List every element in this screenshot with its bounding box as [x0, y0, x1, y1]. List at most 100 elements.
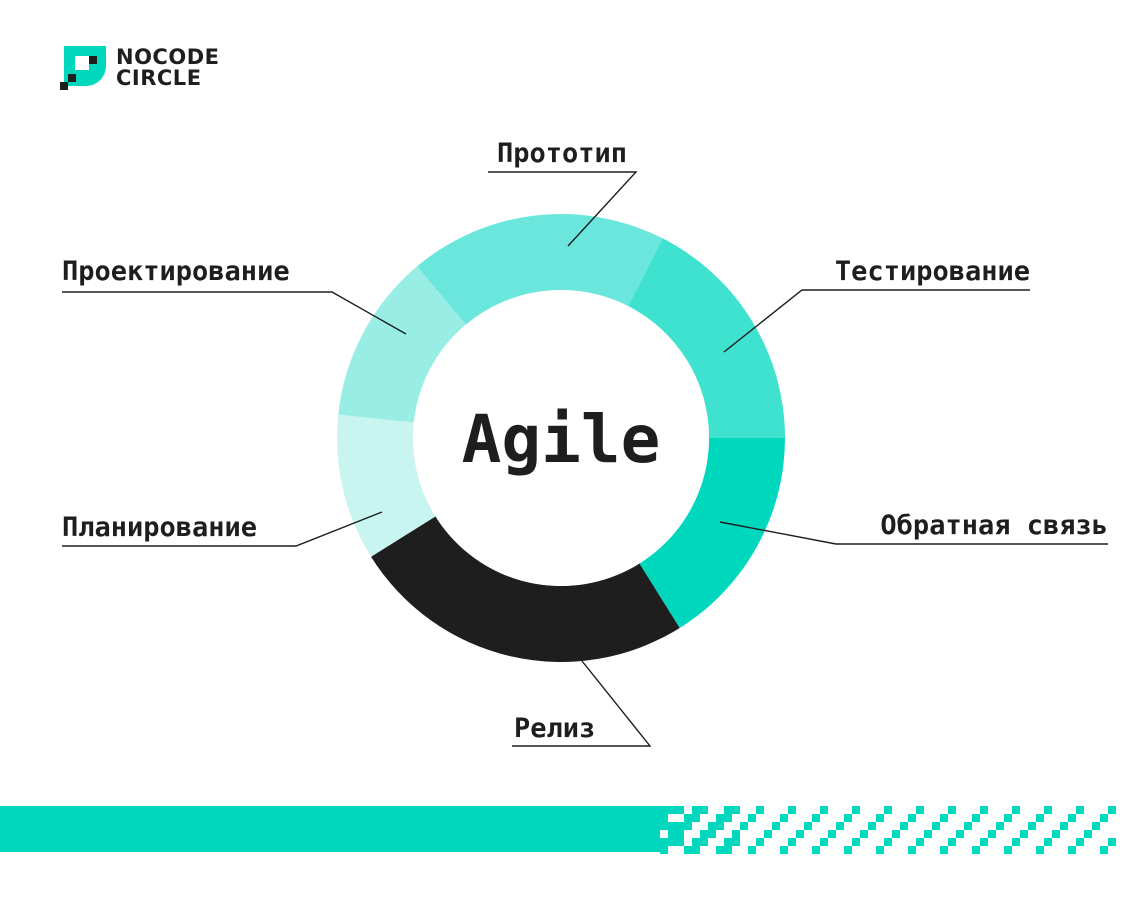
footer-pixel [876, 846, 884, 854]
brand-logo-icon [60, 46, 106, 90]
footer-pixel [1004, 846, 1012, 854]
footer-pixel [1084, 830, 1092, 838]
footer-pixel [780, 846, 788, 854]
ring-segment-release [371, 516, 680, 662]
footer-pixel [804, 822, 812, 830]
footer-pixel [844, 846, 852, 854]
stage-label-feedback: Обратная связь [880, 510, 1108, 541]
footer-pixel [692, 846, 700, 854]
footer-pixel [1012, 838, 1020, 846]
footer-pixel [724, 838, 732, 846]
footer-pixel [1108, 806, 1116, 814]
footer-pixel [860, 830, 868, 838]
footer-pixel [924, 830, 932, 838]
footer-pixel [916, 806, 924, 814]
ring-center [413, 290, 709, 586]
footer-pixel [748, 846, 756, 854]
footer-pixel [820, 838, 828, 846]
center-title: Agile [462, 401, 661, 478]
footer-pixel [1076, 838, 1084, 846]
footer-pixel [668, 830, 676, 838]
footer-pixel [1100, 846, 1108, 854]
footer-pixel [660, 846, 668, 854]
footer-pixel [1012, 806, 1020, 814]
footer-pixel [908, 846, 916, 854]
footer-pixel [948, 806, 956, 814]
footer-pixel [956, 830, 964, 838]
footer-pixel [700, 806, 708, 814]
footer-pixel [692, 806, 700, 814]
footer-pixel [1044, 806, 1052, 814]
footer-pixel [884, 806, 892, 814]
footer-pixel [660, 806, 668, 814]
footer-pixel [660, 838, 668, 846]
ring-segment-planning [337, 414, 436, 557]
footer-pixel [764, 830, 772, 838]
stage-label-testing: Тестирование [835, 256, 1030, 287]
footer-pixel [660, 814, 668, 822]
footer-pixel [716, 814, 724, 822]
footer-pixel [820, 806, 828, 814]
leader-design [62, 291, 407, 335]
footer-pixel [972, 814, 980, 822]
footer-pixel [1092, 822, 1100, 830]
footer-pixel [1060, 822, 1068, 830]
footer-pixel [988, 830, 996, 838]
leader-prototype [488, 171, 638, 247]
footer-pixel [676, 838, 684, 846]
footer-pixel [900, 822, 908, 830]
footer-pixel [868, 822, 876, 830]
stage-label-design: Проектирование [62, 256, 290, 287]
footer-pixel [692, 814, 700, 822]
footer-pixel [892, 830, 900, 838]
footer-pixel [692, 838, 700, 846]
footer-pixel [668, 806, 676, 814]
footer-pixel [684, 814, 692, 822]
footer-pixel [940, 814, 948, 822]
brand-name-line1: NOCODE [116, 45, 220, 69]
footer-pixel [676, 822, 684, 830]
footer-pixel [1068, 814, 1076, 822]
footer-pixel [908, 814, 916, 822]
footer-pixel [1036, 814, 1044, 822]
footer-pixel [1036, 846, 1044, 854]
footer-pixel [684, 846, 692, 854]
footer-pixel [1100, 814, 1108, 822]
ring-segment-testing [628, 238, 785, 438]
footer-pixel [996, 822, 1004, 830]
footer-pixel [732, 830, 740, 838]
footer-pixel [724, 814, 732, 822]
footer-pixel [660, 822, 668, 830]
ring-segment-prototype [417, 213, 663, 325]
footer-pixel [932, 822, 940, 830]
footer-pixel [700, 830, 708, 838]
footer-pixel [724, 846, 732, 854]
footer-pixel [740, 822, 748, 830]
footer-pixel [852, 838, 860, 846]
footer-pixel [972, 846, 980, 854]
footer-pixel [1004, 814, 1012, 822]
footer-pixel [700, 838, 708, 846]
footer-pixel [940, 846, 948, 854]
footer-pixel [788, 838, 796, 846]
footer-pixel [668, 822, 676, 830]
footer-pixel [1108, 838, 1116, 846]
footer-pixel [1044, 838, 1052, 846]
footer-pixel [828, 830, 836, 838]
footer-pixel [756, 806, 764, 814]
footer-pixel [732, 838, 740, 846]
footer-pixel [772, 822, 780, 830]
footer-pixel [796, 830, 804, 838]
footer-pixel [812, 814, 820, 822]
leader-feedback [719, 521, 1108, 545]
stage-label-planning: Планирование [62, 512, 257, 543]
footer-pixel [836, 822, 844, 830]
stage-label-release: Релиз [514, 713, 595, 744]
footer-pixel [788, 806, 796, 814]
footer-pixel [852, 806, 860, 814]
footer-pixel [844, 814, 852, 822]
footer-pixel [676, 830, 684, 838]
footer-pixel [732, 806, 740, 814]
